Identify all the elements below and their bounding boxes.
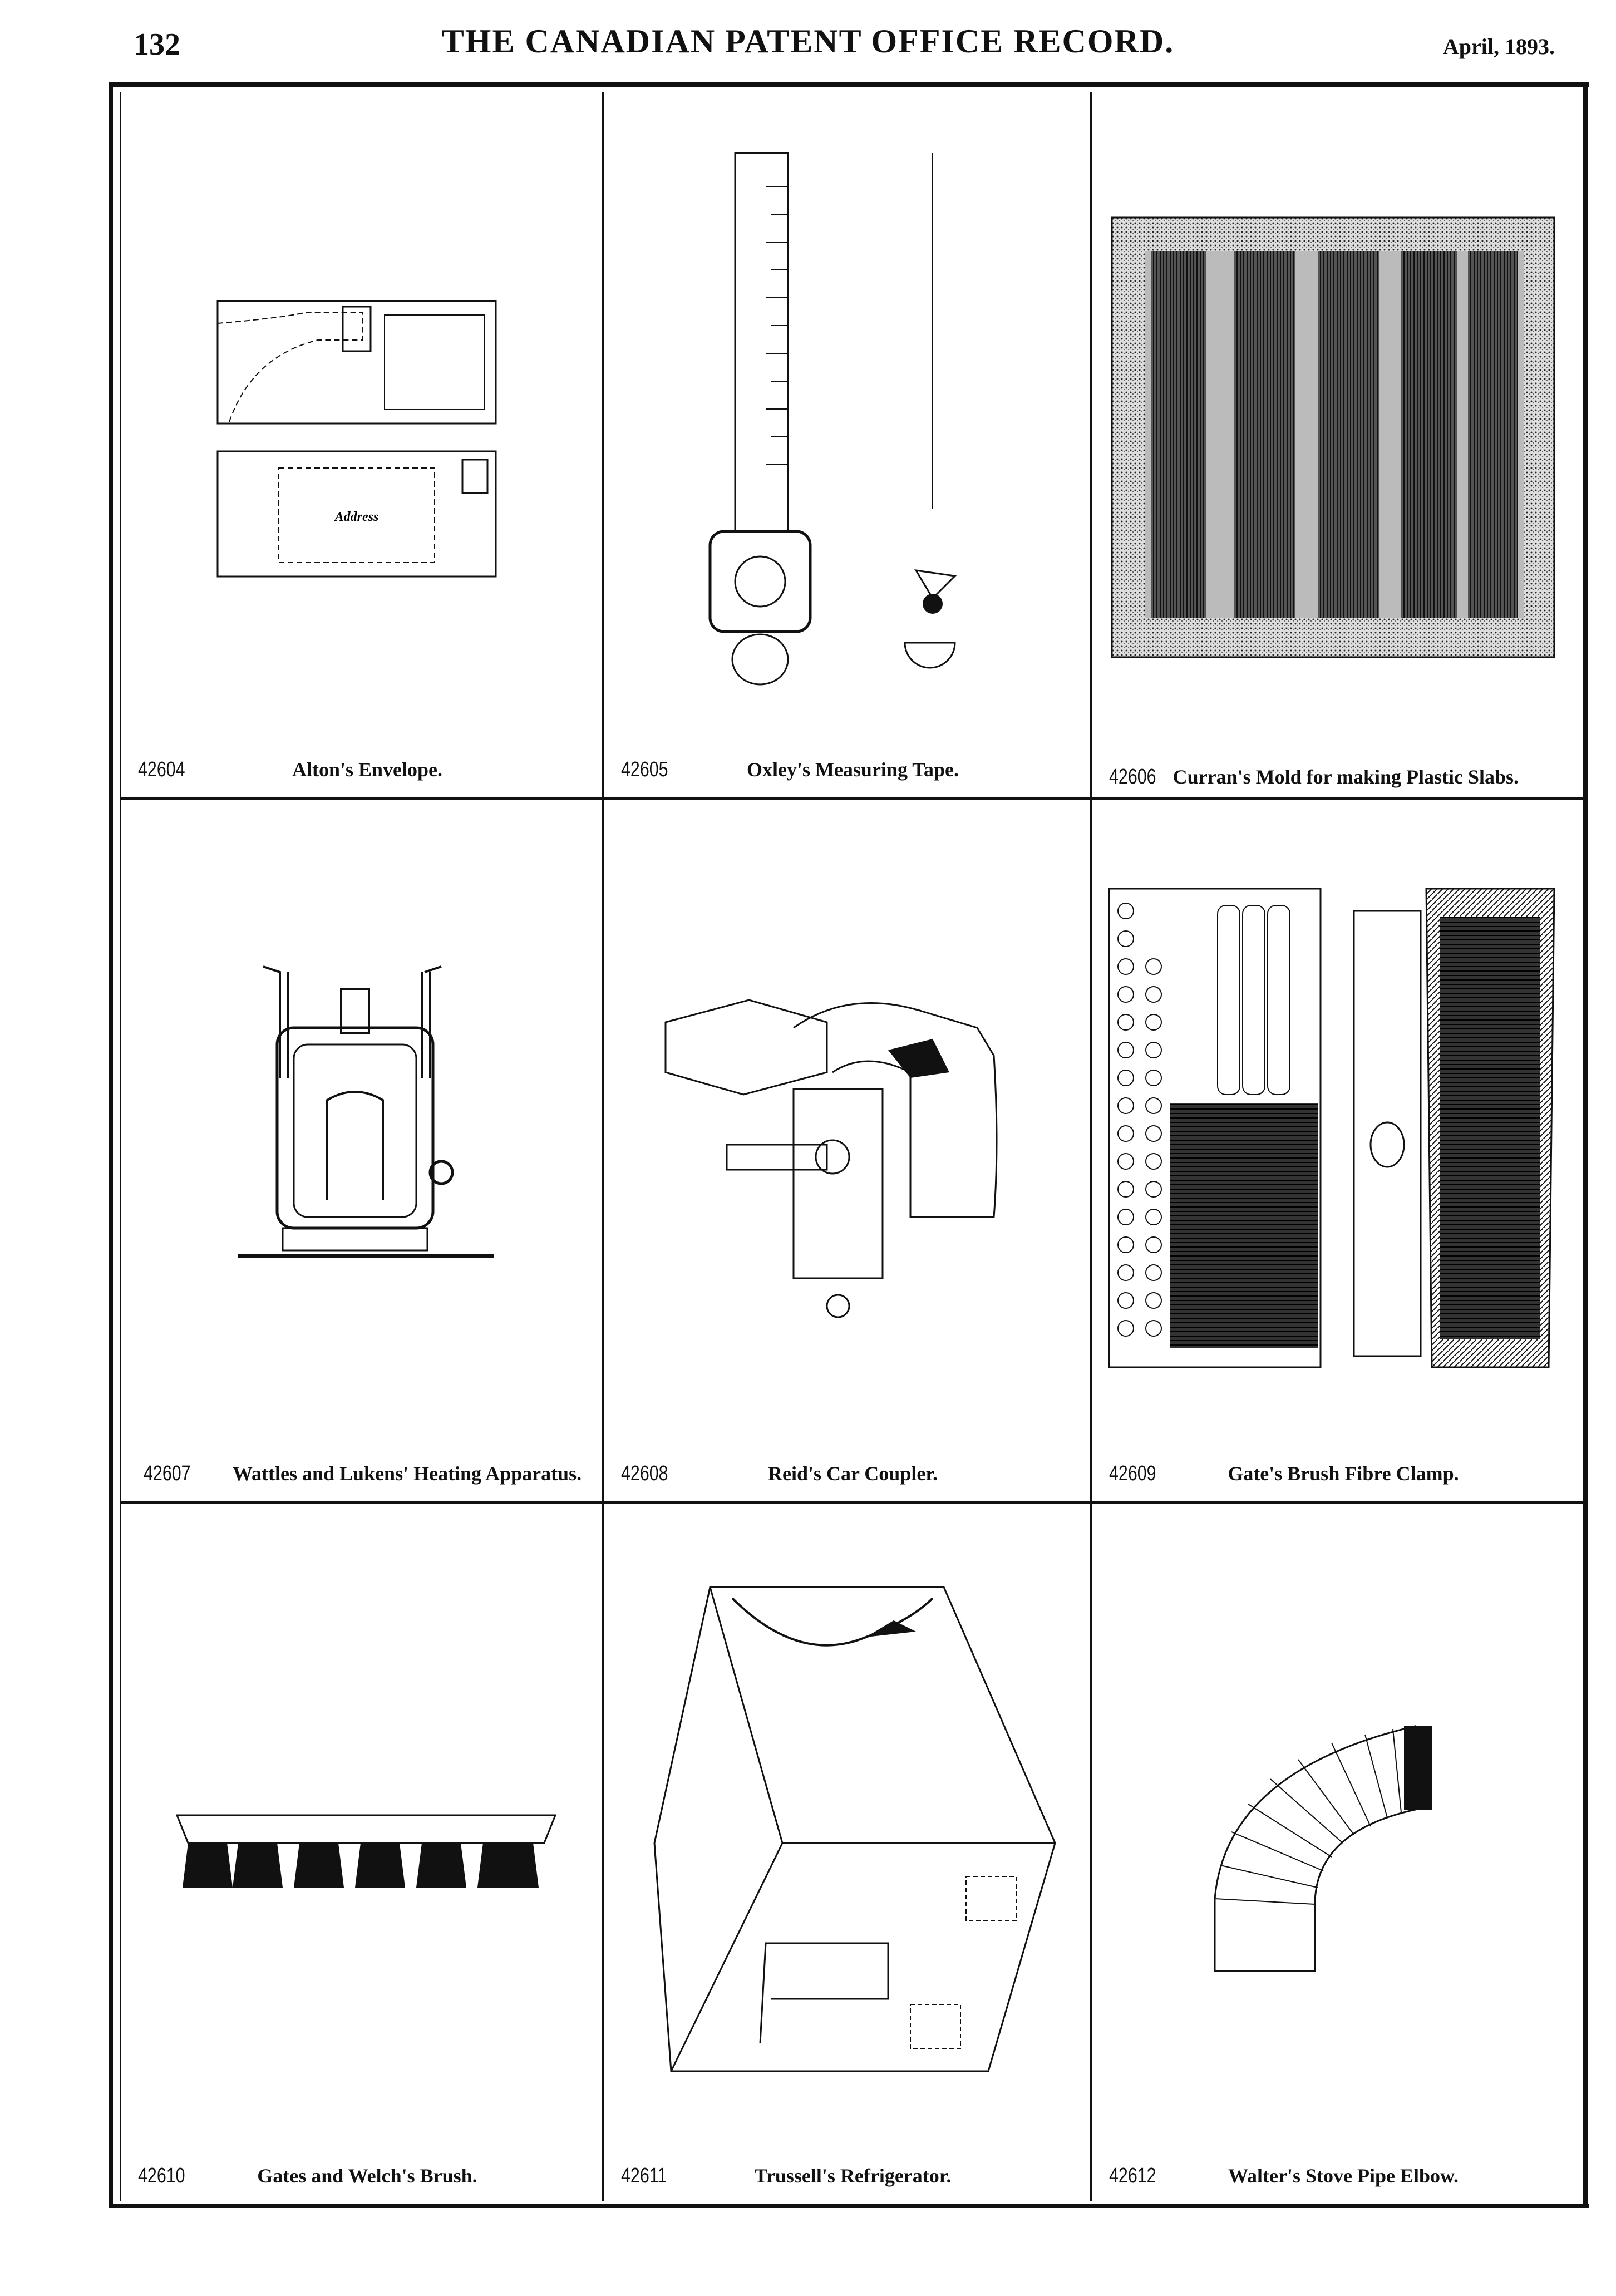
patent-number: 42608 [621, 1462, 668, 1485]
measuring-tape-drawing [704, 153, 983, 710]
patent-cell-42611: 42611 Trussell's Refrigerator. [604, 1504, 1090, 2204]
page-number: 132 [134, 27, 180, 62]
patent-number: 42607 [144, 1462, 191, 1485]
patent-cell-42609: 42609 Gate's Brush Fibre Clamp. [1092, 800, 1583, 1501]
patent-title: Gate's Brush Fibre Clamp. [1228, 1462, 1459, 1485]
patent-cell-42608: 42608 Reid's Car Coupler. [604, 800, 1090, 1501]
heating-apparatus-drawing [238, 967, 494, 1289]
envelope-drawing: Address [218, 301, 496, 579]
brush-fibre-clamp-drawing [1109, 889, 1554, 1367]
column-divider-2 [1090, 92, 1092, 2201]
patent-title: Walter's Stove Pipe Elbow. [1228, 2165, 1459, 2187]
row-divider-1 [121, 797, 1583, 800]
refrigerator-drawing [654, 1587, 1055, 2071]
brush-drawing [177, 1799, 555, 1888]
patent-number: 42610 [138, 2164, 185, 2187]
frame-left [109, 82, 113, 2208]
patent-title: Gates and Welch's Brush. [257, 2165, 477, 2187]
frame-right [1583, 82, 1588, 2208]
frame-inner-left [120, 92, 121, 2201]
car-coupler-drawing [666, 978, 1011, 1323]
patent-number: 42609 [1109, 1462, 1156, 1485]
patent-cell-42604: Address 42604 Alton's Envelope. [121, 92, 602, 797]
patent-title: Reid's Car Coupler. [767, 1462, 938, 1485]
envelope-address-label: Address [334, 510, 379, 524]
patent-number: 42612 [1109, 2164, 1156, 2187]
patent-number: 42611 [621, 2164, 667, 2187]
patent-cell-42612: 42612 Walter's Stove Pipe Elbow. [1092, 1504, 1583, 2204]
patent-number: 42605 [621, 758, 668, 781]
frame-bottom [109, 2204, 1589, 2208]
patent-cell-42610: 42610 Gates and Welch's Brush. [121, 1504, 602, 2204]
patent-number: 42604 [138, 758, 185, 781]
patent-title: Curran's Mold for making Plastic Slabs. [1172, 766, 1519, 788]
patent-title: Alton's Envelope. [292, 758, 443, 781]
patent-title: Trussell's Refrigerator. [754, 2165, 952, 2187]
column-divider-1 [602, 92, 604, 2201]
patent-title: Oxley's Measuring Tape. [746, 758, 959, 781]
stove-pipe-elbow-drawing [1204, 1726, 1432, 1971]
plastic-slab-mold-drawing [1112, 218, 1554, 657]
patent-cell-42606: 42606 Curran's Mold for making Plastic S… [1092, 92, 1583, 797]
publication-title: THE CANADIAN PATENT OFFICE RECORD. [441, 23, 1175, 60]
patent-cell-42607: 42607 Wattles and Lukens' Heating Apparat… [121, 800, 602, 1501]
patent-number: 42606 [1109, 765, 1156, 789]
patent-cell-42605: 42605 Oxley's Measuring Tape. [604, 92, 1090, 797]
frame-top [109, 82, 1589, 87]
patent-title: Wattles and Lukens' Heating Apparatus. [233, 1462, 582, 1485]
row-divider-2 [121, 1501, 1583, 1504]
issue-date: April, 1893. [1442, 34, 1555, 59]
